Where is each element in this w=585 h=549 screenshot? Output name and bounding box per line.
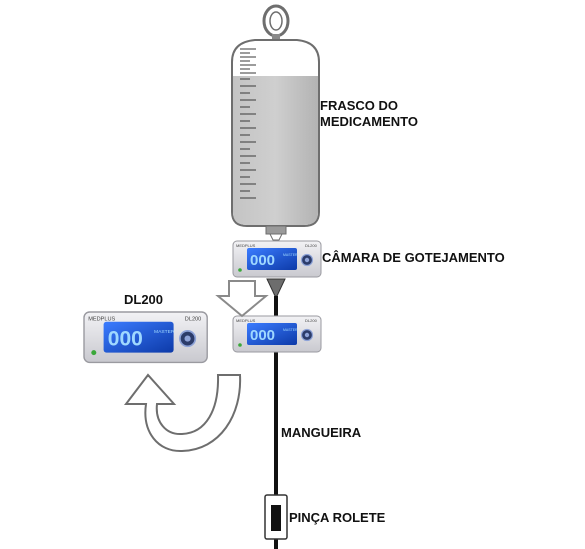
tubing-label: MANGUEIRA xyxy=(281,425,362,440)
down-arrow-icon xyxy=(215,280,269,318)
medication-liquid xyxy=(233,76,318,225)
medication-bottle xyxy=(231,4,320,241)
roller-clamp xyxy=(264,494,288,540)
curved-arrow-icon xyxy=(123,373,242,453)
graduation-scale xyxy=(240,48,256,199)
bottle-label-line1: FRASCO DO xyxy=(320,98,398,113)
clamp-label: PINÇA ROLETE xyxy=(289,510,386,525)
drip-chamber-label: CÂMARA DE GOTEJAMENTO xyxy=(322,250,505,265)
dl200-device-on-tube xyxy=(232,315,322,353)
bottle-label-line2: MEDICAMENTO xyxy=(320,114,418,129)
dl200-device-large xyxy=(83,311,209,364)
device-name-label: DL200 xyxy=(124,292,163,307)
hanger-icon xyxy=(262,4,290,40)
drip-chamber xyxy=(266,278,286,297)
dl200-device-on-chamber xyxy=(232,240,322,278)
